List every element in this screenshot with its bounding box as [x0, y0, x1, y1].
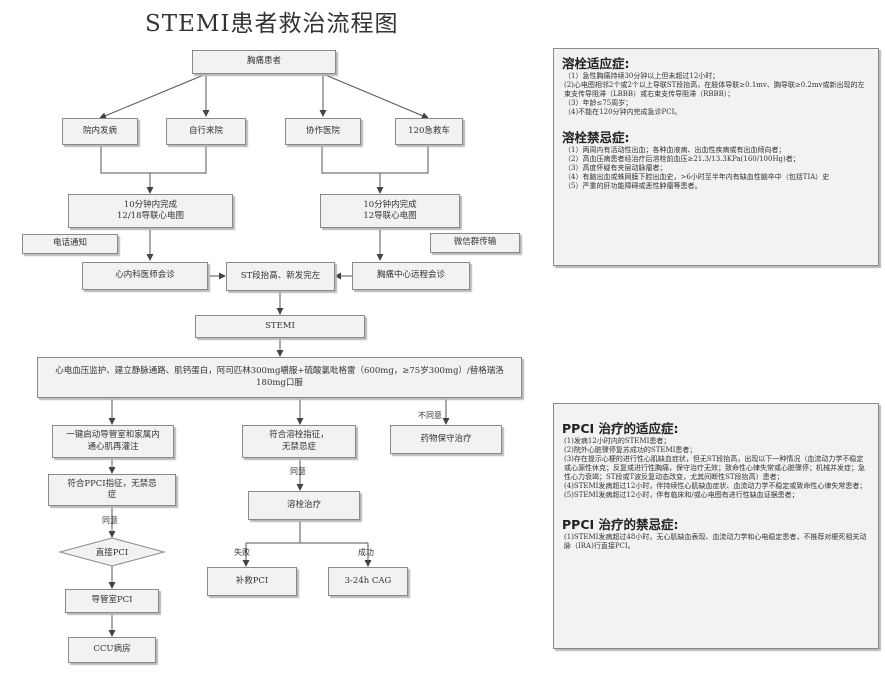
- rescue-pci-box: 补救PCI: [207, 567, 297, 596]
- fits-ppci-box: 符合PPCI指征，无禁忌 症: [48, 474, 176, 506]
- activate-cath-box: 一键启动导管室和家属内 通心肌再灌注: [52, 425, 174, 458]
- thrombolysis-contraindication-list: （1）两周内有活动性出血；各种血液病、出血性疾病或有出血倾向者； （2）高血压病…: [564, 146, 870, 191]
- cag-box: 3-24h CAG: [328, 567, 408, 596]
- list-item: （3）年龄≤75周岁；: [564, 98, 633, 107]
- ambulance-120-box: 120急救车: [395, 118, 463, 145]
- direct-pci-label: 直接PCI: [95, 548, 129, 558]
- self-visit-box: 自行来院: [166, 118, 246, 145]
- thrombolysis-indication-list: （1）急性胸痛持续30分钟以上但未超过12小时； (2)心电图相邻2个或2个以上…: [564, 72, 870, 117]
- fits-thrombolysis-box: 符合溶栓指征， 无禁忌症: [242, 425, 356, 458]
- chest-pain-box: 胸痛患者: [192, 50, 336, 74]
- stemi-box: STEMI: [195, 315, 365, 338]
- thrombolysis-indication-title: 溶栓适应症:: [562, 56, 630, 71]
- list-item: （5）严重的肝功能障碍或恶性肿瘤等患者。: [564, 181, 702, 190]
- ppci-indication-list: (1)发病12小时内的STEMI患者； (2)院外心脏骤停复苏成功的STEMI患…: [564, 437, 870, 500]
- list-item: (2)院外心脏骤停复苏成功的STEMI患者；: [564, 445, 697, 454]
- success-label: 成功: [358, 548, 374, 557]
- list-item: （3）高度怀疑有夹层动脉瘤者；: [564, 163, 667, 172]
- list-item: (4)STEMI发病超过12小时，伴持续性心肌缺血症状、血流动力学不稳定或致命性…: [564, 481, 867, 490]
- agree-label-middle: 同意: [290, 467, 306, 476]
- thrombolysis-info-panel: 溶栓适应症: （1）急性胸痛持续30分钟以上但未超过12小时； (2)心电图相邻…: [553, 48, 879, 266]
- thrombolysis-contraindication-title: 溶栓禁忌症:: [562, 129, 630, 145]
- thrombolysis-box: 溶栓治疗: [248, 491, 360, 520]
- st-elevation-box: ST段抬高、新发完左: [226, 262, 335, 291]
- list-item: （1）两周内有活动性出血；各种血液病、出血性疾病或有出血倾向者；: [564, 145, 786, 154]
- list-item: (5)STEMI发病超过12小时，伴有临床和/或心电图有进行性缺血证据患者；: [564, 490, 799, 499]
- disagree-label: 不同意: [418, 411, 442, 420]
- ecg-right-box: 10分钟内完成 12导联心电图: [320, 194, 460, 228]
- remote-consult-box: 胸痛中心远程会诊: [352, 262, 470, 290]
- page-title: STEMI患者救治流程图: [145, 11, 399, 37]
- drug-conservative-box: 药物保守治疗: [390, 425, 502, 454]
- initial-treatment-box: 心电血压监护、建立静脉通路、肌钙蛋白，阿司匹林300mg嚼服+硫酸氯吡格雷（60…: [37, 357, 522, 398]
- ecg-left-box: 10分钟内完成 12/18导联心电图: [68, 194, 233, 228]
- list-item: (2)心电图相邻2个或2个以上导联ST段抬高，在肢体导联≥0.1mv、胸导联≥0…: [564, 80, 865, 98]
- list-item: （1）急性胸痛持续30分钟以上但未超过12小时；: [564, 72, 720, 80]
- list-item: (1)STEMI发病超过48小时，无心肌缺血表现、血流动力学和心电稳定患者，不推…: [564, 532, 867, 550]
- partner-hospital-box: 协作医院: [285, 118, 361, 145]
- list-item: (1)发病12小时内的STEMI患者；: [564, 437, 671, 445]
- ppci-contraindication-list: (1)STEMI发病超过48小时，无心肌缺血表现、血流动力学和心电稳定患者，不推…: [564, 533, 870, 551]
- ppci-info-panel: PPCI 治疗的适应症: (1)发病12小时内的STEMI患者； (2)院外心脏…: [553, 403, 879, 649]
- wechat-group-box: 微信群传输: [430, 233, 520, 253]
- fail-label: 失败: [234, 548, 250, 557]
- ccu-box: CCU病房: [68, 637, 156, 663]
- list-item: （4)不能在120分钟内完成急诊PCI。: [564, 107, 682, 116]
- cath-pci-box: 导管室PCI: [65, 589, 159, 613]
- cardio-consult-box: 心内科医师会诊: [82, 262, 208, 290]
- in-hospital-box: 院内发病: [62, 118, 138, 145]
- list-item: （2）高血压病患者经治疗后溶栓前血压≥21.3/13.3KPa(160/100H…: [564, 154, 800, 163]
- list-item: （4）有脑出血或蛛网膜下腔出血史，>6小时至半年内有缺血性脑卒中（包括TIA）史: [564, 172, 830, 181]
- ppci-indication-title: PPCI 治疗的适应症:: [562, 421, 679, 436]
- ppci-contraindication-title: PPCI 治疗的禁忌症:: [562, 516, 679, 532]
- phone-notice-box: 电话通知: [22, 234, 118, 254]
- agree-label-left: 同意: [102, 516, 118, 525]
- list-item: (3)存在提示心梗的进行性心肌缺血症状，但无ST段抬高，出现以下一种情况（血流动…: [564, 454, 865, 481]
